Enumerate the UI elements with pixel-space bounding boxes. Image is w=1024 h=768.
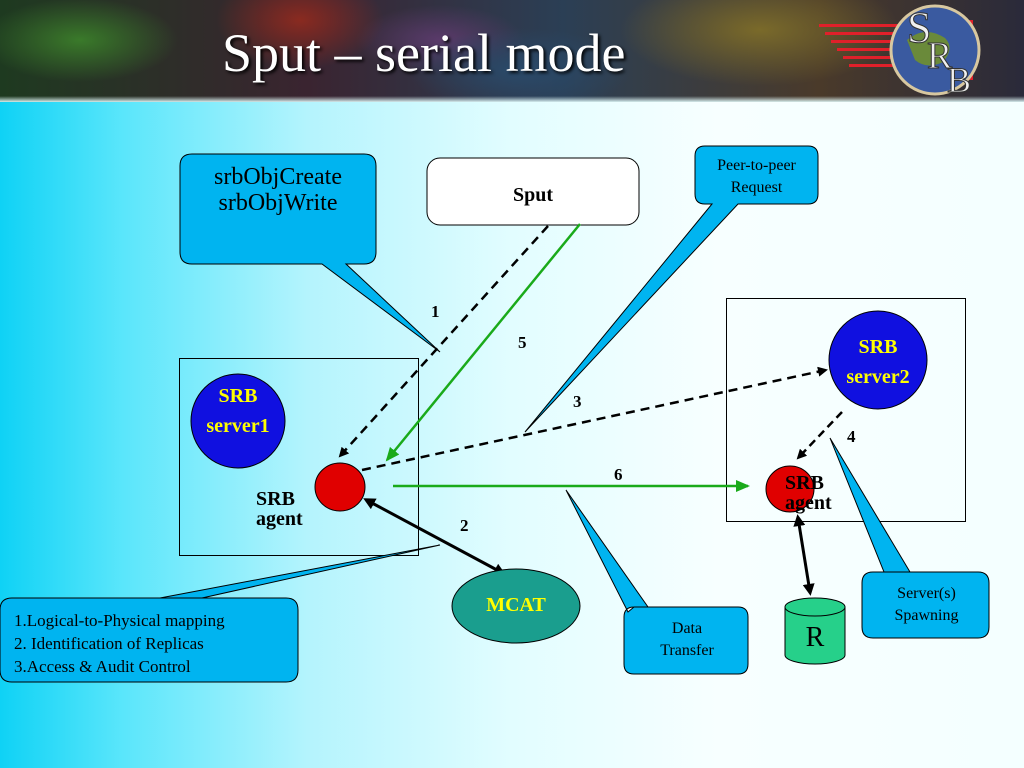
sput-label: Sput xyxy=(512,184,554,206)
callout-line: Request xyxy=(730,179,783,196)
step-4-arrow xyxy=(796,411,843,460)
server1-label: SRB server1 xyxy=(191,381,285,441)
callout-line: 1.Logical-to-Physical mapping xyxy=(14,611,225,630)
agent-label-line: agent xyxy=(785,492,832,514)
callout-line: 3.Access & Audit Control xyxy=(14,657,191,676)
server-label-line: SRB xyxy=(858,336,898,358)
resource-label: R xyxy=(805,622,825,653)
logo-letter-s: S xyxy=(907,3,931,52)
step-6-label: 6 xyxy=(614,465,623,484)
sput-box[interactable] xyxy=(426,157,640,226)
step-1-arrow xyxy=(338,225,549,458)
server1-node[interactable] xyxy=(190,373,286,469)
callout-peer-request-text: Peer-to-peer Request xyxy=(697,155,816,199)
step-4-label: 4 xyxy=(847,427,856,446)
callout-line: srbObjCreate xyxy=(214,164,342,190)
callout-line: Spawning xyxy=(894,607,959,624)
server-label-line: server1 xyxy=(206,415,270,437)
agent2-node[interactable] xyxy=(765,465,815,513)
step-5-label: 5 xyxy=(518,333,527,352)
callout-peer-request xyxy=(524,145,819,433)
mcat-node[interactable] xyxy=(451,568,581,644)
callout-mcat-functions xyxy=(0,544,441,683)
srb-globe-logo: S R B xyxy=(819,3,981,100)
callout-client-calls-text: srbObjCreate srbObjWrite xyxy=(182,164,374,216)
server1-host-box xyxy=(179,358,419,556)
step-2-label: 2 xyxy=(460,516,469,535)
resource-cylinder[interactable] xyxy=(784,597,846,665)
agent1-node[interactable] xyxy=(314,462,366,512)
server2-host-box xyxy=(726,298,966,522)
mcat-label: MCAT xyxy=(486,594,546,616)
step-5-arrow xyxy=(385,223,581,462)
callout-data-transfer xyxy=(565,489,749,675)
server-label-line: SRB xyxy=(218,385,258,407)
callout-line: 2. Identification of Replicas xyxy=(14,634,204,653)
agent1-label: SRB agent xyxy=(256,489,303,529)
callout-mcat-functions-text: 1.Logical-to-Physical mapping 2. Identif… xyxy=(14,609,296,678)
callout-line: srbObjWrite xyxy=(218,190,338,216)
logo-letter-r: R xyxy=(927,35,953,77)
step-3-arrow xyxy=(361,366,828,472)
callout-line: Data xyxy=(671,620,703,637)
agent-label-line: SRB xyxy=(785,472,824,494)
callout-line: Peer-to-peer xyxy=(717,157,796,174)
callout-line: Transfer xyxy=(660,642,714,659)
agent-label-line: SRB xyxy=(256,488,295,510)
server2-label: SRB server2 xyxy=(829,332,927,392)
step-2-arrow xyxy=(363,498,506,575)
agent-label-line: agent xyxy=(256,508,303,530)
agent2-label: SRB agent xyxy=(785,473,832,513)
step-3-label: 3 xyxy=(573,392,582,411)
server-label-line: server2 xyxy=(846,366,910,388)
callout-server-spawning xyxy=(829,437,990,639)
logo-letter-b: B xyxy=(947,60,971,100)
callout-data-transfer-text: Data Transfer xyxy=(626,618,748,662)
callout-line: Server(s) xyxy=(897,585,956,602)
slide-title: Sput – serial mode xyxy=(222,23,626,83)
callout-client-calls xyxy=(179,153,441,353)
callout-server-spawning-text: Server(s) Spawning xyxy=(864,583,989,627)
step-1-label: 1 xyxy=(431,302,440,321)
agent2-resource-arrow xyxy=(793,514,815,596)
server2-node[interactable] xyxy=(828,310,928,410)
